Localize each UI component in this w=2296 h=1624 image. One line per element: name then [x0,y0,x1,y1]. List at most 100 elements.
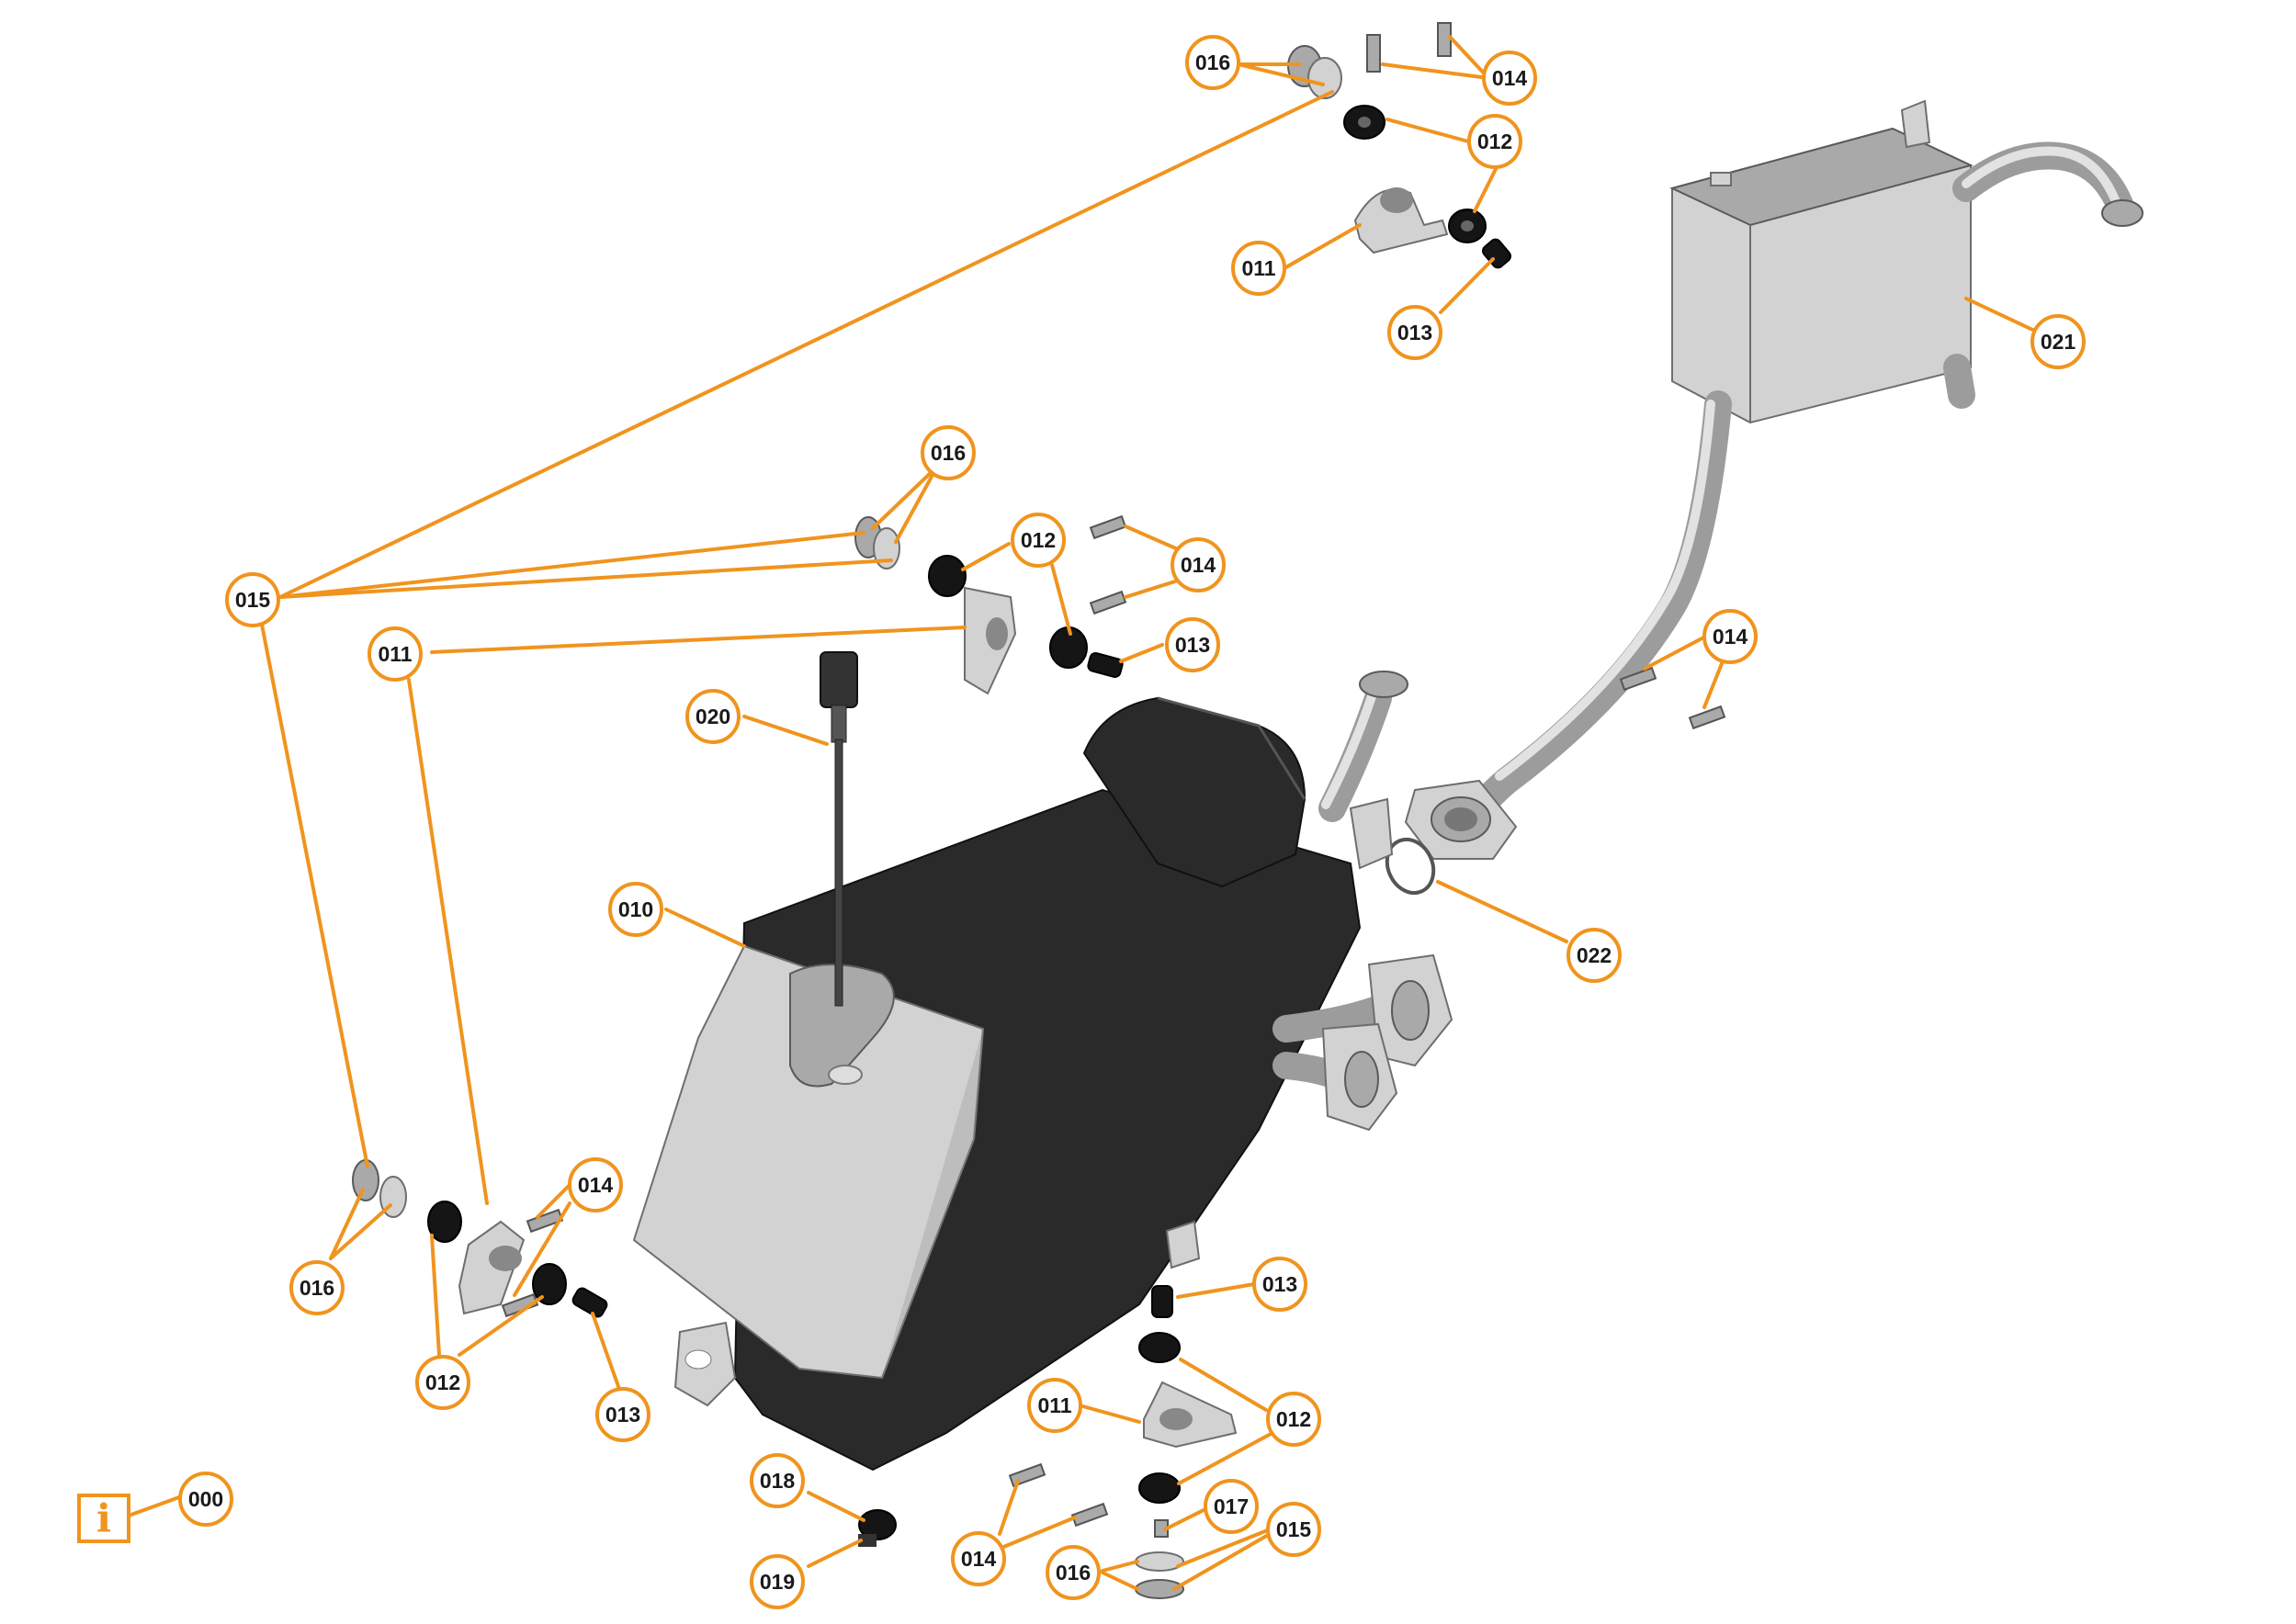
callout-label: 012 [1477,130,1512,153]
callout[interactable]: 017 [1204,1479,1259,1534]
callout-label: 021 [2041,330,2076,354]
info-box [77,1494,130,1543]
callout[interactable]: 000 [178,1472,233,1527]
o-ring-icon [1385,837,1436,896]
callout-label: 011 [378,642,412,666]
callout-circle [750,1554,805,1609]
oil-cooler-icon [1404,99,2143,860]
oil-tank-icon [632,671,1453,1472]
callout-circle [1231,241,1286,296]
callout-label: 013 [1175,633,1210,657]
callout[interactable]: 016 [289,1260,345,1315]
bracket-icon [458,187,1449,1449]
callout[interactable]: 012 [1266,1392,1321,1447]
callout-circle [595,1387,650,1442]
callout[interactable]: 012 [415,1355,470,1410]
sensor-icon [820,651,858,1007]
info-glyph: i [96,1496,111,1541]
callout-circle [368,626,423,682]
callout-circle [1387,305,1442,360]
callout-label: 015 [1276,1517,1312,1541]
callout-label: 016 [1195,51,1230,74]
callout-circle [685,689,741,744]
callout[interactable]: 015 [225,572,280,627]
callout-label: 016 [300,1276,334,1300]
callout-label: 011 [1037,1393,1071,1417]
callout-label: 012 [1021,528,1056,552]
callout[interactable]: 013 [595,1387,650,1442]
callout[interactable]: 012 [1011,513,1066,568]
callout-circle [1467,114,1522,169]
callout-circle [1566,928,1622,983]
callout-label: 020 [696,705,730,728]
callout-circle [951,1531,1006,1586]
leader-lines [127,35,2060,1591]
callout-label: 015 [235,588,271,612]
callout[interactable]: 014 [951,1531,1006,1586]
callout-label: 016 [931,441,966,465]
callout-circle [1011,513,1066,568]
callout[interactable]: 016 [921,425,976,480]
callout-circle [1482,51,1537,106]
callout-circle [1266,1502,1321,1557]
callout[interactable]: 014 [1702,609,1758,664]
callout-label: 012 [1276,1407,1311,1431]
callout[interactable]: 012 [1467,114,1522,169]
callout-circle [178,1472,233,1527]
grommet-icon [427,105,1487,1504]
callout[interactable]: 021 [2030,314,2086,369]
callout-circle [1252,1257,1307,1312]
callout-circle [921,425,976,480]
callout-circle [750,1453,805,1508]
callout[interactable]: 011 [1027,1378,1082,1433]
callout-label: 012 [425,1370,460,1394]
callout-circle [1165,617,1220,672]
callout-label: 014 [1181,553,1216,577]
callout-label: 013 [1397,321,1432,344]
callout-circle [225,572,280,627]
callout-label: 010 [618,897,653,921]
callout[interactable]: 015 [1266,1502,1321,1557]
callout-label: 017 [1214,1494,1249,1518]
callout[interactable]: 014 [568,1157,623,1212]
callout-circle [289,1260,345,1315]
info-icon[interactable]: i [77,1494,130,1543]
callout-circle [608,882,663,937]
callout-circle [1185,35,1240,90]
callout[interactable]: 011 [368,626,423,682]
callout-circle [2030,314,2086,369]
callout[interactable]: 013 [1387,305,1442,360]
callout-circle [1702,609,1758,664]
callout-circle [1266,1392,1321,1447]
washer-icon [352,45,1342,1599]
callout-label: 013 [1262,1272,1297,1296]
callout[interactable]: 011 [1231,241,1286,296]
callout-label: 016 [1056,1561,1091,1585]
callout[interactable]: 022 [1566,928,1622,983]
callout-circle [568,1157,623,1212]
callout-label: 018 [760,1469,796,1493]
callout-label: 014 [1713,625,1748,648]
callout-label: 014 [961,1547,997,1571]
callout-label: 014 [578,1173,614,1197]
callout[interactable]: 016 [1046,1545,1101,1600]
callout-label: 011 [1241,256,1275,280]
callout-circle [1027,1378,1082,1433]
callout[interactable]: 013 [1165,617,1220,672]
callout-circle [415,1355,470,1410]
callout[interactable]: 019 [750,1554,805,1609]
callout-circle [1204,1479,1259,1534]
callout-label: 000 [188,1487,223,1511]
callout-circle [1171,537,1226,592]
callout[interactable]: 014 [1482,51,1537,106]
callout-circle [1046,1545,1101,1600]
drain-plug-icon [858,1509,897,1547]
callout[interactable]: 014 [1171,537,1226,592]
callout[interactable]: 010 [608,882,663,937]
callout-label: 014 [1492,66,1528,90]
callout[interactable]: 018 [750,1453,805,1508]
callout[interactable]: 013 [1252,1257,1307,1312]
callout[interactable]: 016 [1185,35,1240,90]
callout[interactable]: 020 [685,689,741,744]
